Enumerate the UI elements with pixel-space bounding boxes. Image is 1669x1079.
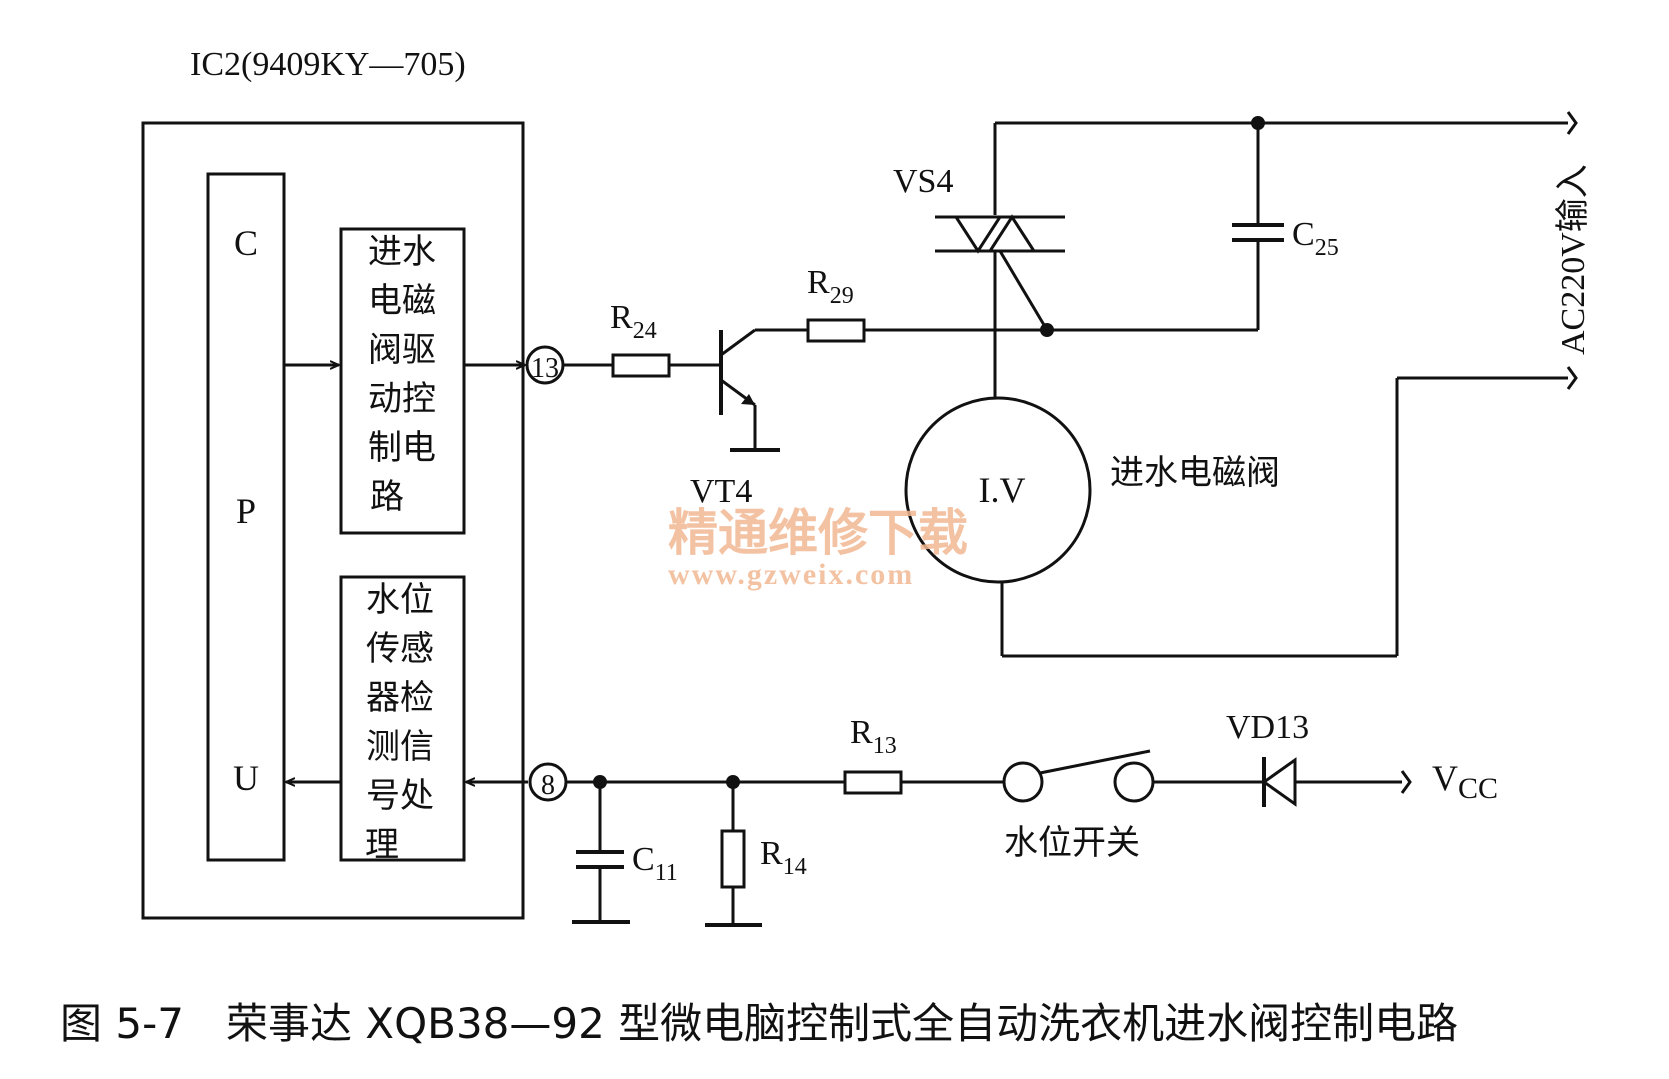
- ic-box: [141, 121, 525, 920]
- c11-label: C11: [632, 841, 678, 886]
- r13-label: R13: [850, 714, 897, 759]
- r24-resistor: [611, 353, 671, 378]
- sensor-block-line: 器检: [366, 678, 434, 718]
- vt4-emitter-arrow: [741, 394, 755, 405]
- c25-label: C25: [1292, 216, 1339, 261]
- watermark-url: www.gzweix.com: [668, 558, 914, 591]
- ic-label: IC2(9409KY—705): [190, 46, 466, 83]
- vcc-label: VCC: [1432, 758, 1498, 805]
- vd13-diode-triangle: [1261, 757, 1297, 807]
- valve-iv-label: I.V: [979, 470, 1026, 510]
- sensor-block-line: 测信: [366, 727, 434, 767]
- vs4-triac-diode-a: [953, 215, 1003, 254]
- vs4-label: VS4: [893, 163, 953, 200]
- ac-input-label: AC220V输入: [1554, 164, 1592, 355]
- drive-block-line: 动控: [368, 379, 436, 419]
- level-switch-contact: [1113, 761, 1155, 803]
- figure-caption: 图 5-7 荣事达 XQB38—92 型微电脑控制式全自动洗衣机进水阀控制电路: [60, 999, 1458, 1048]
- level-switch-contact: [1002, 761, 1044, 803]
- drive-block-line: 制电: [368, 428, 436, 468]
- r14-resistor: [720, 829, 746, 889]
- level-switch-blade: [1039, 749, 1151, 775]
- vcc-terminal: [1400, 770, 1412, 794]
- ac-terminal-top: [1566, 111, 1578, 135]
- sensor-block-line: 理: [365, 825, 399, 865]
- r14-label: R14: [760, 835, 807, 880]
- r24-label: R24: [610, 299, 657, 344]
- valve-name-label: 进水电磁阀: [1110, 453, 1280, 493]
- vt4-collector: [720, 328, 756, 357]
- drive-block-line: 进水: [368, 232, 436, 272]
- vs4-gate-lead: [998, 250, 1049, 331]
- valve-drive-block: [339, 227, 466, 535]
- sensor-block-line: 号处: [366, 776, 434, 816]
- pin-8-label: 8: [541, 770, 555, 801]
- cpu-letter-c: C: [234, 223, 258, 263]
- level-switch-label: 水位开关: [1004, 823, 1140, 863]
- ac-terminal-bottom: [1566, 366, 1578, 390]
- vt4-label: VT4: [690, 473, 752, 510]
- r29-resistor: [806, 318, 866, 343]
- drive-block-line: 阀驱: [368, 330, 436, 370]
- inlet-valve-coil: [904, 396, 1092, 584]
- vd13-label: VD13: [1226, 709, 1309, 746]
- drive-block-line: 路: [370, 477, 404, 517]
- watermark-title: 精通维修下载: [668, 504, 968, 562]
- sensor-block-line: 传感: [366, 629, 434, 669]
- cpu-letter-p: P: [236, 491, 256, 531]
- cpu-block: [206, 172, 286, 862]
- cpu-letter-u: U: [233, 758, 259, 798]
- r29-label: R29: [807, 264, 854, 309]
- pin-13-label: 13: [531, 353, 559, 384]
- drive-block-line: 电磁: [368, 281, 436, 321]
- level-sensor-block: [339, 575, 466, 862]
- r13-resistor: [843, 770, 903, 795]
- sensor-block-line: 水位: [366, 580, 434, 620]
- vs4-triac-diode-b: [987, 214, 1037, 253]
